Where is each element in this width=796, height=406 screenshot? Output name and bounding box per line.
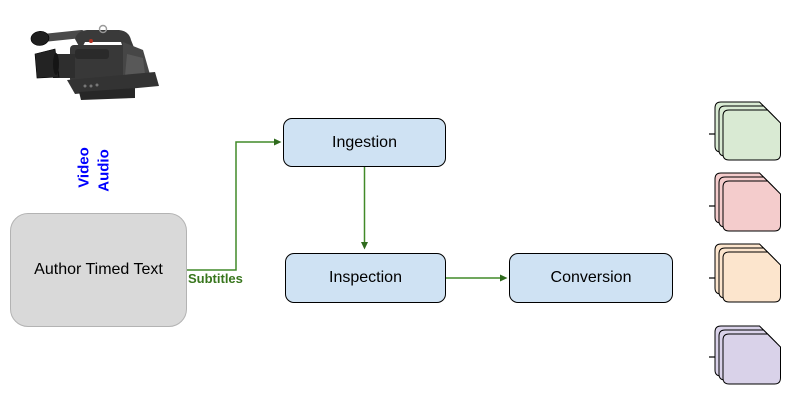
author-box-label: Author Timed Text xyxy=(34,260,163,278)
subtitles-edge-label: Subtitles xyxy=(188,271,243,286)
audio-source-label: Audio xyxy=(95,149,113,192)
video-camera-image xyxy=(23,14,162,107)
node-author-timed-text: Author Timed Text xyxy=(10,213,187,327)
conversion-label: Conversion xyxy=(550,269,632,286)
video-source-label: Video xyxy=(75,147,93,188)
output-stack-purple xyxy=(714,325,781,385)
output-stack-orange xyxy=(714,243,781,303)
output-stack-green xyxy=(714,101,781,161)
camcorder-illustration xyxy=(23,14,162,107)
ingestion-label: Ingestion xyxy=(332,133,397,151)
connector-author-to-ingestion xyxy=(187,138,282,271)
node-conversion: Conversion xyxy=(509,253,673,303)
node-inspection: Inspection xyxy=(285,253,446,303)
output-stack-pink xyxy=(714,172,781,232)
node-ingestion: Ingestion xyxy=(283,118,446,167)
inspection-label: Inspection xyxy=(329,269,402,286)
